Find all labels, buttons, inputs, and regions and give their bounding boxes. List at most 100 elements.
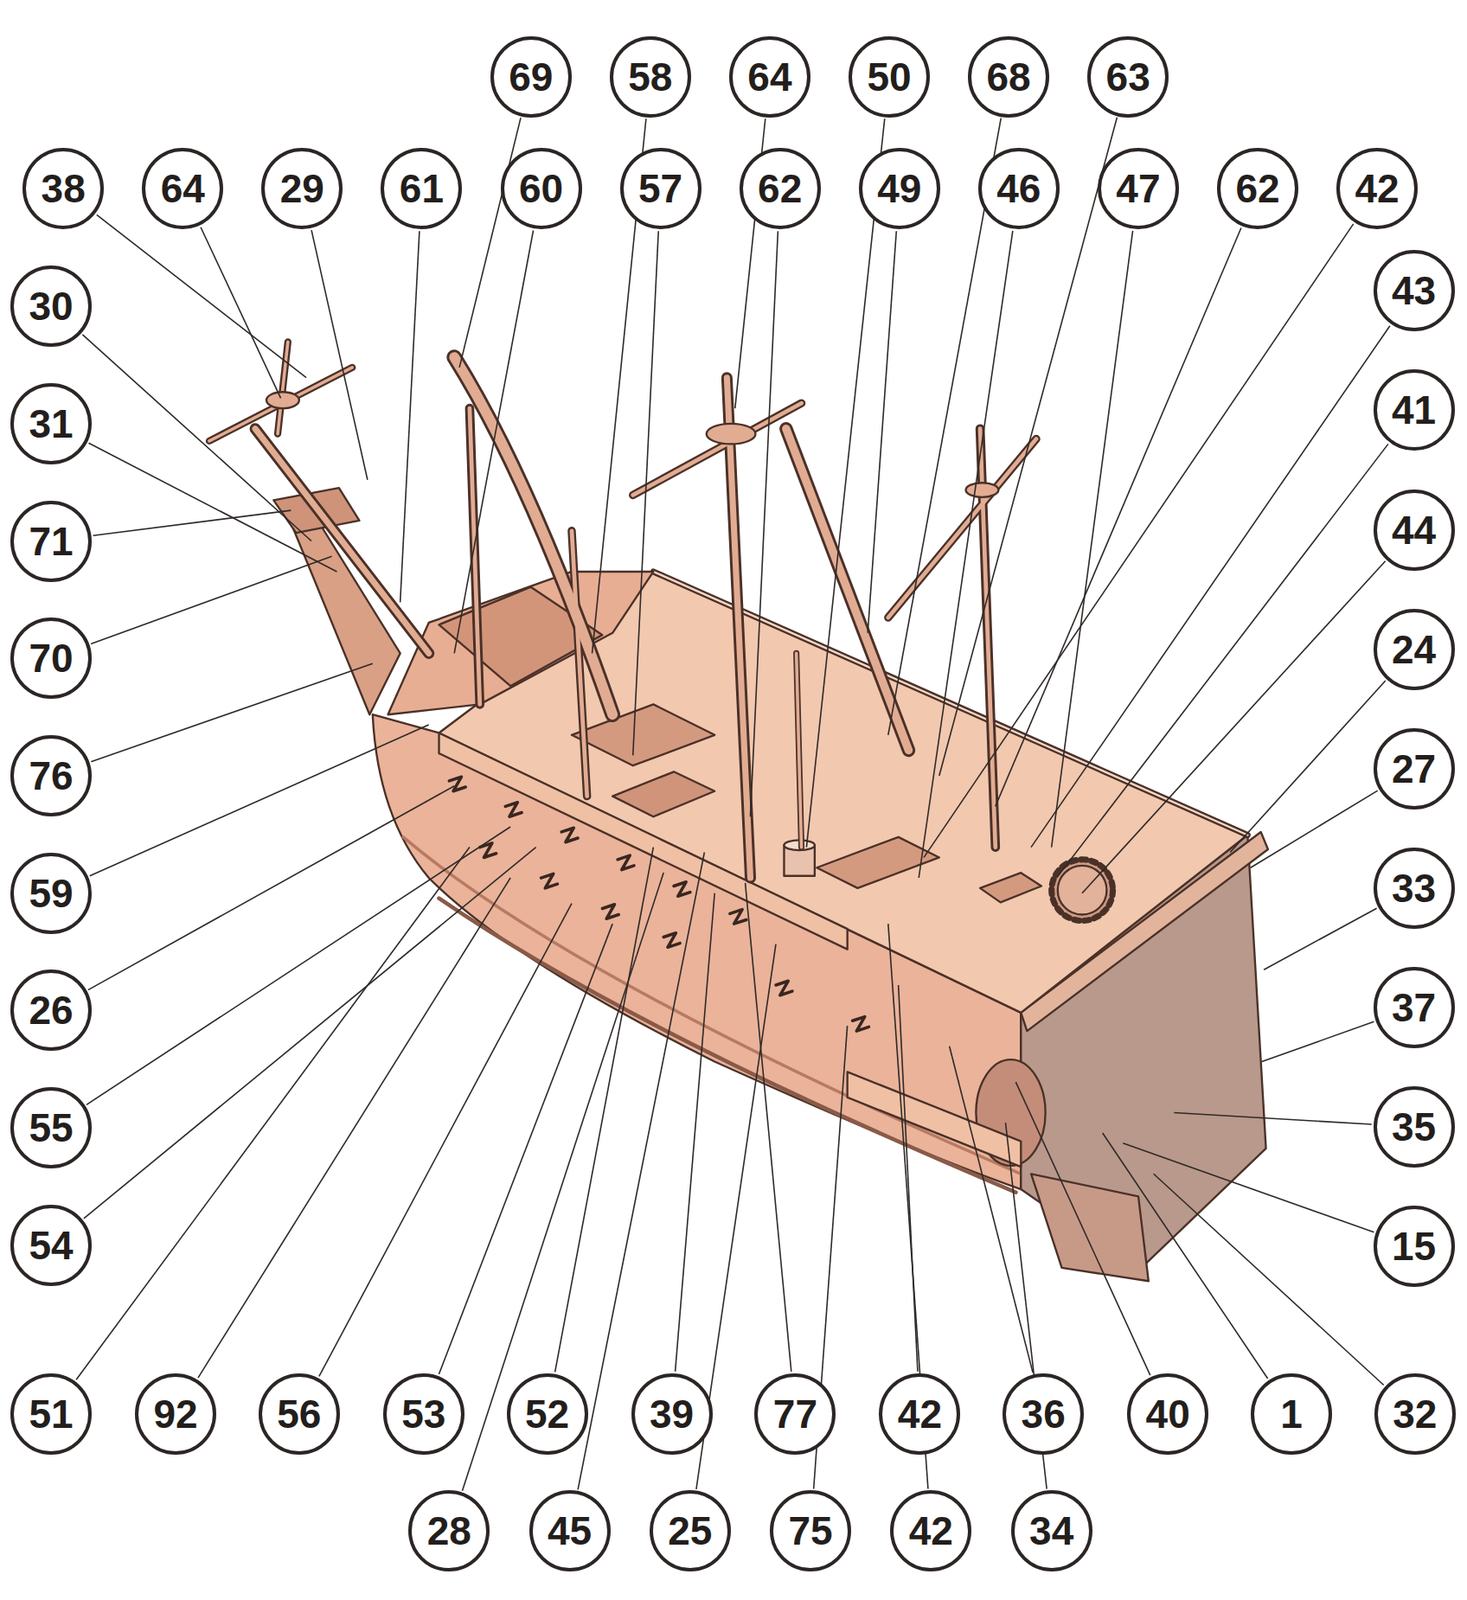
sprit-topmast [277, 341, 289, 434]
callout-number: 27 [1391, 749, 1436, 789]
hatch [612, 771, 715, 817]
pole [796, 653, 802, 847]
leader-line [749, 230, 778, 817]
leader-line [89, 442, 338, 572]
spars-outline [209, 341, 1037, 878]
gun-port [663, 933, 680, 949]
callout-number: 77 [773, 1394, 818, 1435]
callout-circle: 62 [1217, 147, 1299, 230]
leader-line [806, 118, 885, 847]
leader-line [90, 663, 373, 763]
callout-number: 34 [1029, 1511, 1074, 1551]
callout-number: 1 [1280, 1394, 1303, 1435]
callout-circle: 37 [1373, 967, 1455, 1049]
mizzen-yard [888, 439, 1037, 619]
callout-circle: 35 [1373, 1086, 1455, 1168]
callout-circle: 27 [1373, 728, 1455, 810]
callout-circle: 56 [258, 1373, 340, 1455]
callout-circle: 43 [1373, 249, 1455, 332]
mizzen-yard [888, 439, 1037, 619]
leader-line [867, 230, 897, 634]
pole [571, 531, 588, 797]
leader-line [400, 230, 420, 603]
callout-number: 57 [638, 168, 683, 209]
leader-line [89, 724, 430, 877]
gun-port [730, 909, 747, 925]
callout-number: 40 [1146, 1394, 1191, 1435]
main-yard [633, 403, 802, 495]
callout-number: 42 [1355, 168, 1400, 209]
callout-circle: 30 [10, 265, 92, 347]
callout-number: 61 [399, 168, 444, 209]
callout-circle: 29 [261, 147, 343, 230]
callout-number: 52 [525, 1394, 570, 1435]
leader-line [198, 877, 511, 1378]
callout-number: 62 [757, 168, 802, 209]
leader-line [454, 230, 533, 654]
callout-number: 42 [897, 1394, 942, 1435]
leader-line [319, 903, 572, 1378]
callout-circle: 92 [134, 1373, 217, 1455]
lateen-spar [786, 429, 910, 751]
callout-number: 64 [747, 57, 792, 97]
gun-port [541, 873, 558, 889]
callout-circle: 36 [1002, 1373, 1084, 1455]
leader-line [459, 117, 521, 368]
callout-circle: 32 [1374, 1373, 1456, 1455]
callout-number: 26 [28, 990, 73, 1031]
callout-circle: 64 [141, 147, 224, 230]
gun-port [775, 980, 793, 996]
leader-lines [76, 117, 1391, 1492]
callout-circle: 60 [500, 147, 583, 230]
callout-circle: 44 [1373, 489, 1455, 571]
leader-line [949, 1046, 1033, 1373]
callout-circle: 64 [729, 36, 811, 118]
leader-line [1057, 443, 1389, 878]
callout-circle: 42 [890, 1490, 972, 1572]
leader-line [745, 883, 792, 1372]
callout-number: 62 [1235, 168, 1280, 209]
callout-number: 15 [1391, 1226, 1436, 1267]
callout-circle: 50 [848, 36, 930, 118]
leader-line [1263, 908, 1377, 970]
leader-line [83, 847, 537, 1219]
callout-circle: 75 [769, 1490, 852, 1572]
callout-circle: 68 [967, 36, 1050, 118]
callout-circle: 59 [10, 852, 92, 935]
callout-circle: 45 [529, 1490, 611, 1572]
sprit-yard [209, 367, 353, 442]
callout-number: 41 [1391, 390, 1436, 430]
gun-port [673, 882, 691, 897]
sprit-topmast [277, 341, 289, 434]
callout-circle: 69 [490, 36, 572, 118]
callout-number: 49 [877, 168, 922, 209]
leader-line [1082, 561, 1386, 894]
leader-line [918, 230, 1013, 878]
callout-circle: 70 [10, 617, 92, 699]
callout-number: 37 [1391, 987, 1436, 1028]
sprit-top [266, 391, 300, 409]
callout-circle: 31 [10, 383, 92, 465]
gun-port [852, 1017, 870, 1032]
deck [439, 571, 1249, 1013]
callout-circle: 71 [10, 500, 92, 583]
callout-number: 39 [649, 1394, 694, 1435]
callout-circle: 49 [858, 147, 941, 230]
gun-port [602, 904, 619, 920]
near-bulwark [847, 1071, 1022, 1167]
near-rail [439, 732, 848, 949]
hatch [571, 704, 715, 766]
callout-circle: 47 [1097, 147, 1179, 230]
leader-line [438, 923, 613, 1375]
callout-number: 43 [1391, 270, 1436, 311]
leader-line [923, 224, 1354, 858]
callout-circle: 52 [506, 1373, 589, 1455]
callout-circle: 62 [739, 147, 821, 230]
callout-number: 56 [276, 1394, 321, 1435]
leader-line [675, 893, 716, 1372]
callout-circle: 28 [408, 1490, 490, 1572]
callout-number: 71 [28, 521, 73, 562]
callout-circle: 38 [22, 147, 104, 230]
